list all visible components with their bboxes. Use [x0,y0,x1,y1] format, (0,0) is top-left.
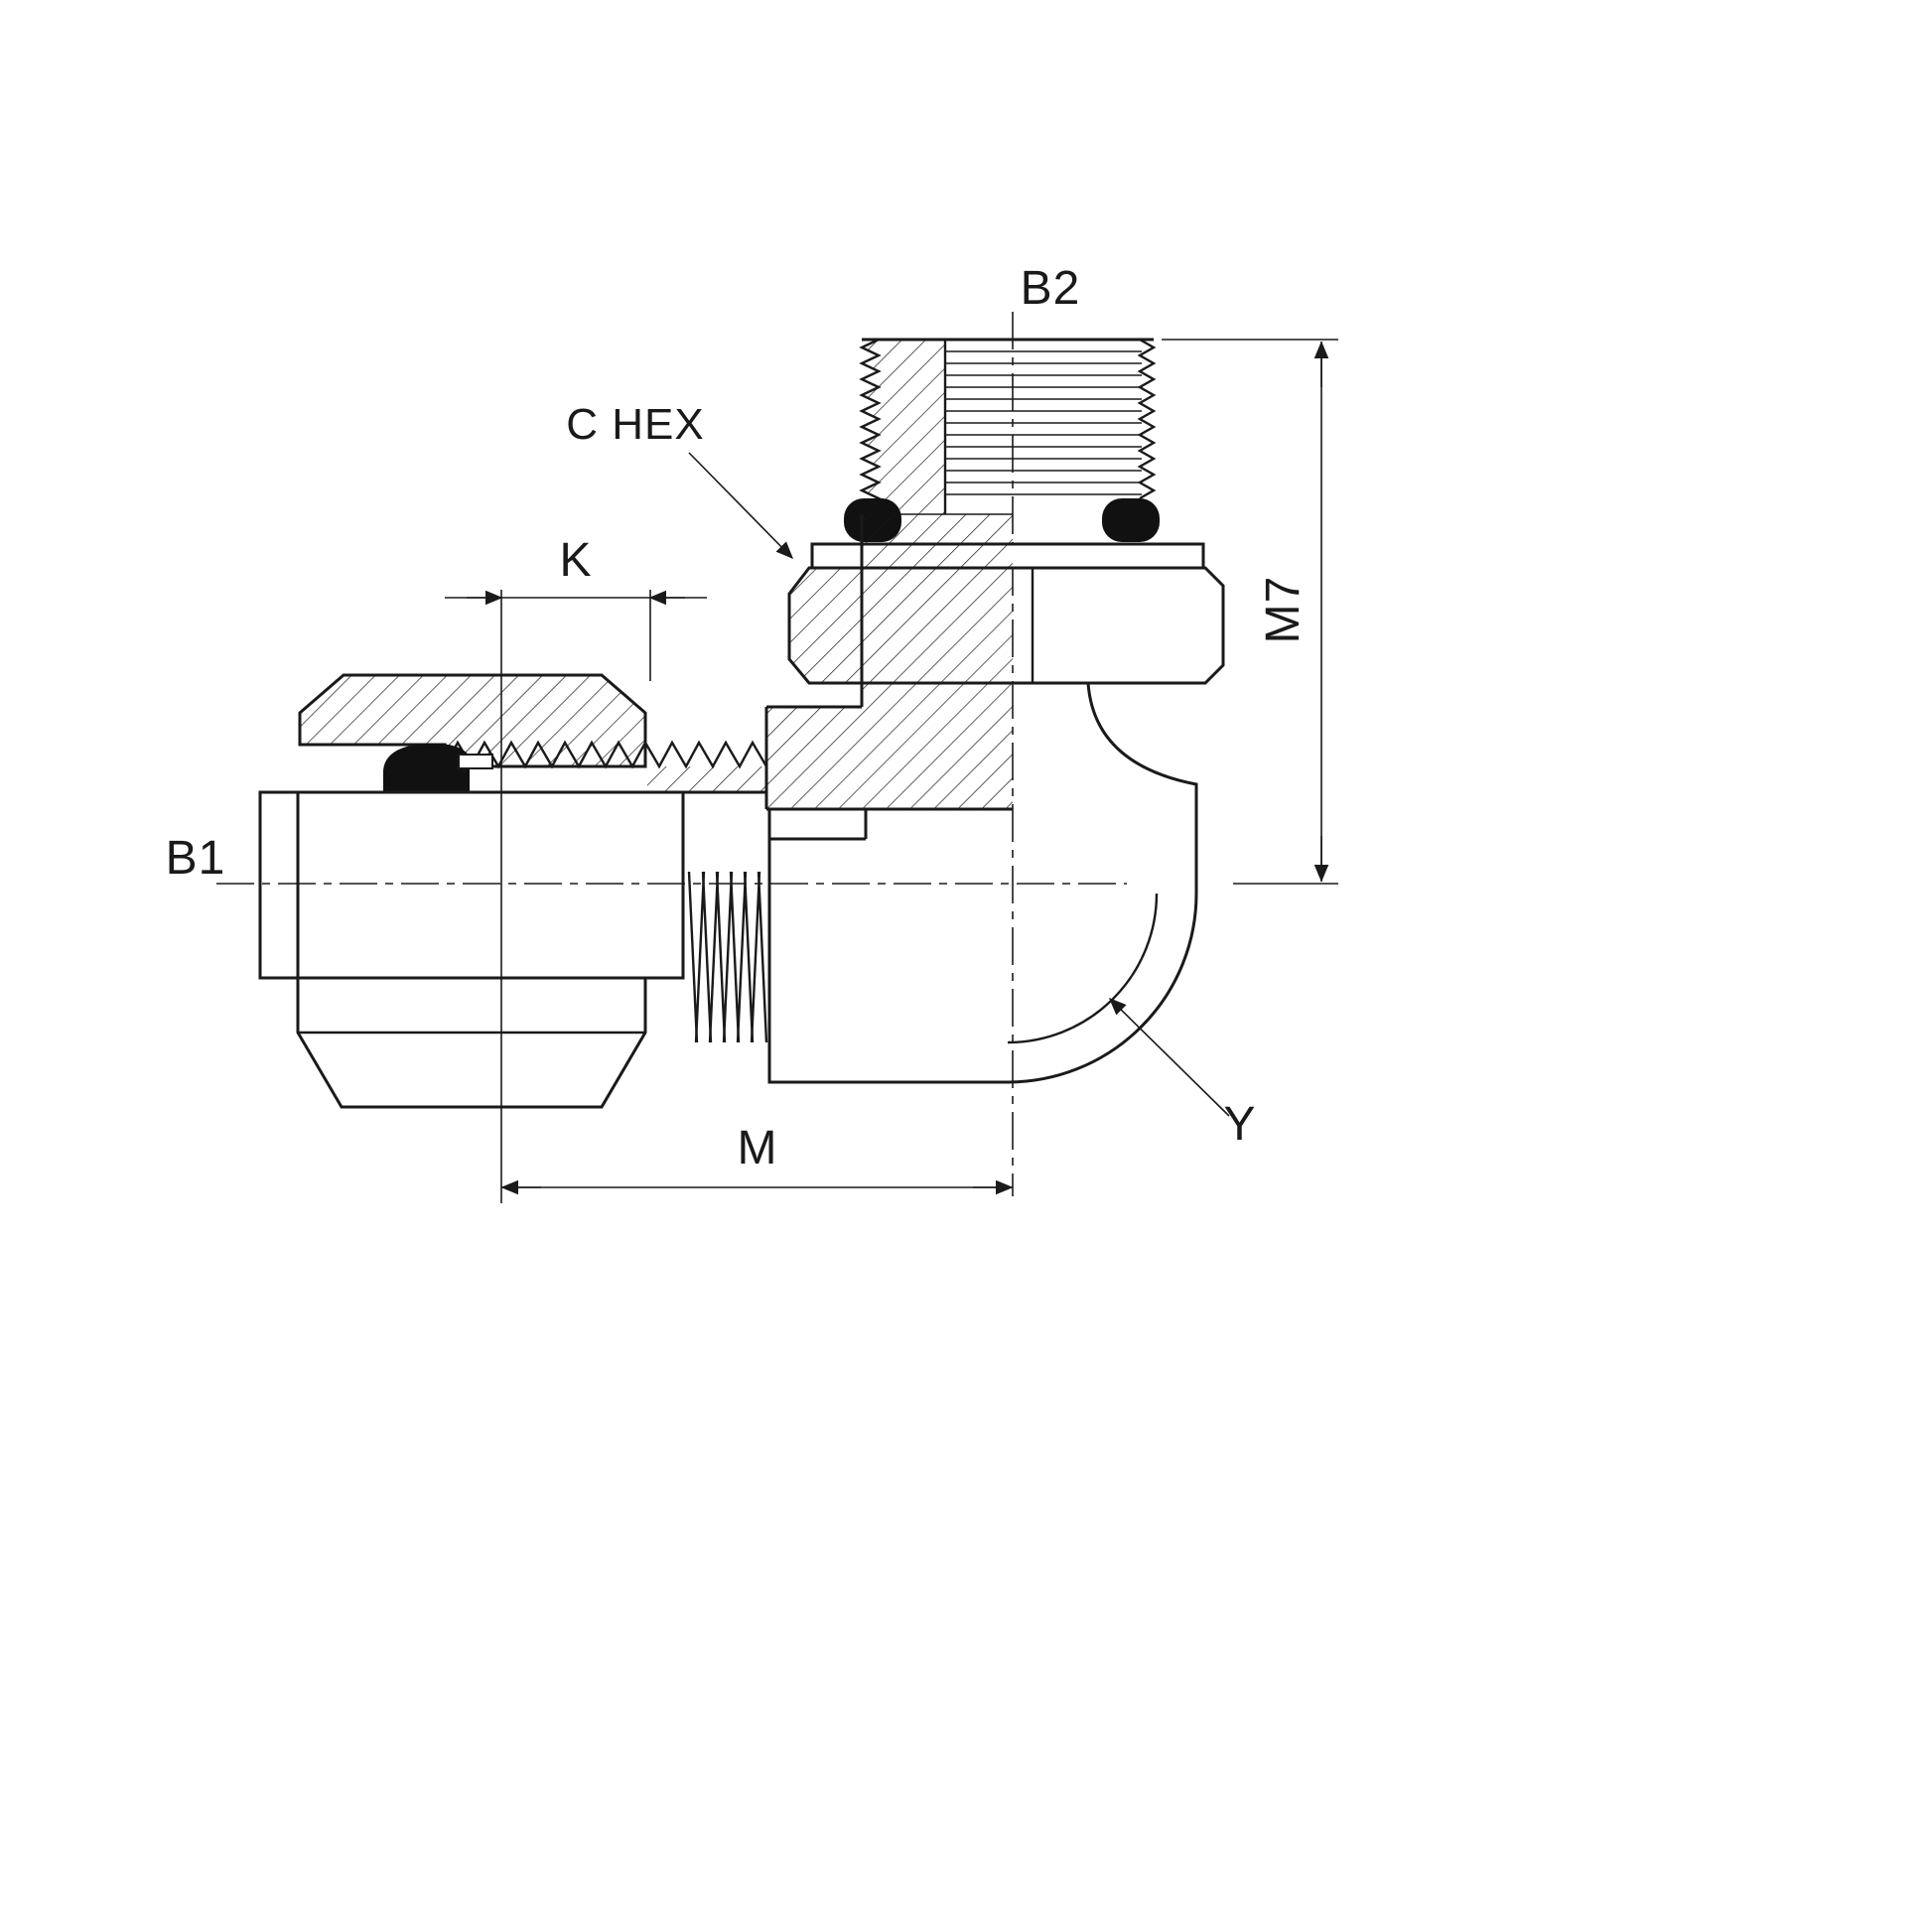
port-label-b1: B1 [166,832,226,885]
c-hex-section-hatch [789,568,862,683]
top-port-section-hatch [862,340,945,514]
left-nut-outline [298,673,647,768]
elbow-corner-hatch [766,514,1013,809]
elbow-body-section [647,514,1013,841]
c-hex-label: C HEX [566,400,704,449]
callouts: B2 B1 C HEX Y [166,262,1256,1151]
o-ring-right [1102,498,1160,542]
dimension-m: M [500,1122,1014,1195]
external-thread-lines [687,871,768,1043]
dimension-label-m7: M7 [1257,576,1310,644]
top-port-thread-lines [945,350,1142,495]
left-branch [258,673,768,1109]
elbow-stub-hatch [647,766,766,792]
ferrule-seal [383,743,470,792]
dimension-label-m: M [738,1122,778,1174]
top-port-thread-profile-left [859,338,882,516]
y-leader [1108,997,1230,1117]
nut-thread-serration [443,740,768,769]
elbow-outer-profile [767,682,1198,1084]
ferrule-notch [458,754,493,769]
port-label-b2: B2 [1021,262,1081,315]
angle-label-y: Y [1223,1098,1256,1151]
top-port-thread-profile-right [1137,338,1157,500]
dimension-m7: M7 [1162,339,1338,885]
dimension-label-k: K [559,534,592,587]
c-hex-leader [688,452,794,560]
dimension-k: K [445,534,707,1203]
